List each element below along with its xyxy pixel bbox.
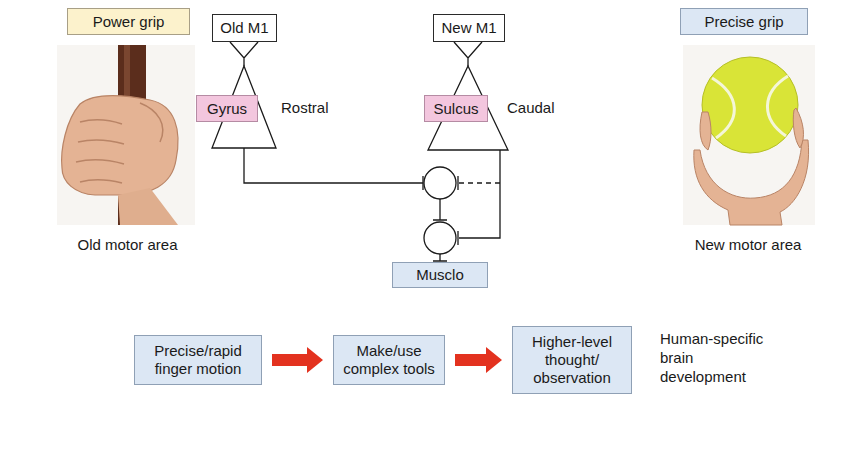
region-box: Sulcus bbox=[424, 95, 488, 122]
process-box: Make/use complex tools bbox=[333, 335, 445, 385]
photo-ground bbox=[57, 45, 195, 225]
finger-creases bbox=[76, 120, 124, 183]
region-box: Gyrus bbox=[196, 95, 258, 122]
power-grip-photo bbox=[57, 45, 195, 225]
note-label: Human-specific brain development bbox=[660, 330, 772, 386]
direct-line bbox=[458, 150, 500, 245]
block-arrow bbox=[272, 347, 323, 373]
box-text: Make/use complex tools bbox=[340, 342, 438, 378]
box-text: Higher-level thought/ observation bbox=[519, 333, 625, 387]
neural-schematic bbox=[212, 42, 508, 261]
dendrite-fork bbox=[230, 42, 258, 66]
ball-seam bbox=[712, 76, 788, 138]
line-end bbox=[433, 254, 447, 261]
ball bbox=[702, 57, 798, 153]
thumb bbox=[140, 103, 163, 142]
precise-grip-photo bbox=[683, 45, 815, 225]
photo-ground bbox=[683, 45, 815, 225]
process-box: Precise/rapid finger motion bbox=[134, 335, 262, 385]
box-text: New M1 bbox=[441, 19, 496, 37]
dendrite-fork bbox=[454, 42, 482, 66]
line-end bbox=[457, 176, 458, 190]
box-text: Precise/rapid finger motion bbox=[141, 342, 255, 378]
wrist bbox=[118, 188, 178, 225]
process-box: Higher-level thought/ observation bbox=[512, 326, 632, 394]
new-neuron bbox=[428, 66, 508, 150]
fist bbox=[62, 96, 178, 195]
box-text: Sulcus bbox=[433, 100, 478, 118]
fingertips bbox=[700, 108, 803, 150]
title-box: Power grip bbox=[67, 8, 190, 35]
box-text: Gyrus bbox=[207, 100, 247, 118]
box-text: Precise grip bbox=[704, 13, 783, 31]
interneuron bbox=[424, 167, 456, 199]
box-text: Musclo bbox=[416, 266, 464, 284]
area-box: Old M1 bbox=[212, 14, 277, 42]
motor-neuron bbox=[424, 222, 456, 254]
title-box: Precise grip bbox=[680, 8, 808, 35]
direction-label: Rostral bbox=[281, 99, 351, 118]
area-label: New motor area bbox=[678, 236, 818, 255]
muscle-box: Musclo bbox=[392, 262, 488, 288]
area-label: Old motor area bbox=[55, 236, 200, 255]
box-text: Power grip bbox=[93, 13, 165, 31]
dashed-line bbox=[459, 182, 500, 183]
block-arrow bbox=[455, 347, 502, 373]
box-text: Old M1 bbox=[220, 19, 268, 37]
line-end bbox=[433, 199, 447, 220]
area-box: New M1 bbox=[433, 14, 505, 42]
inhibitory-line bbox=[244, 148, 423, 190]
direction-label: Caudal bbox=[507, 99, 577, 118]
